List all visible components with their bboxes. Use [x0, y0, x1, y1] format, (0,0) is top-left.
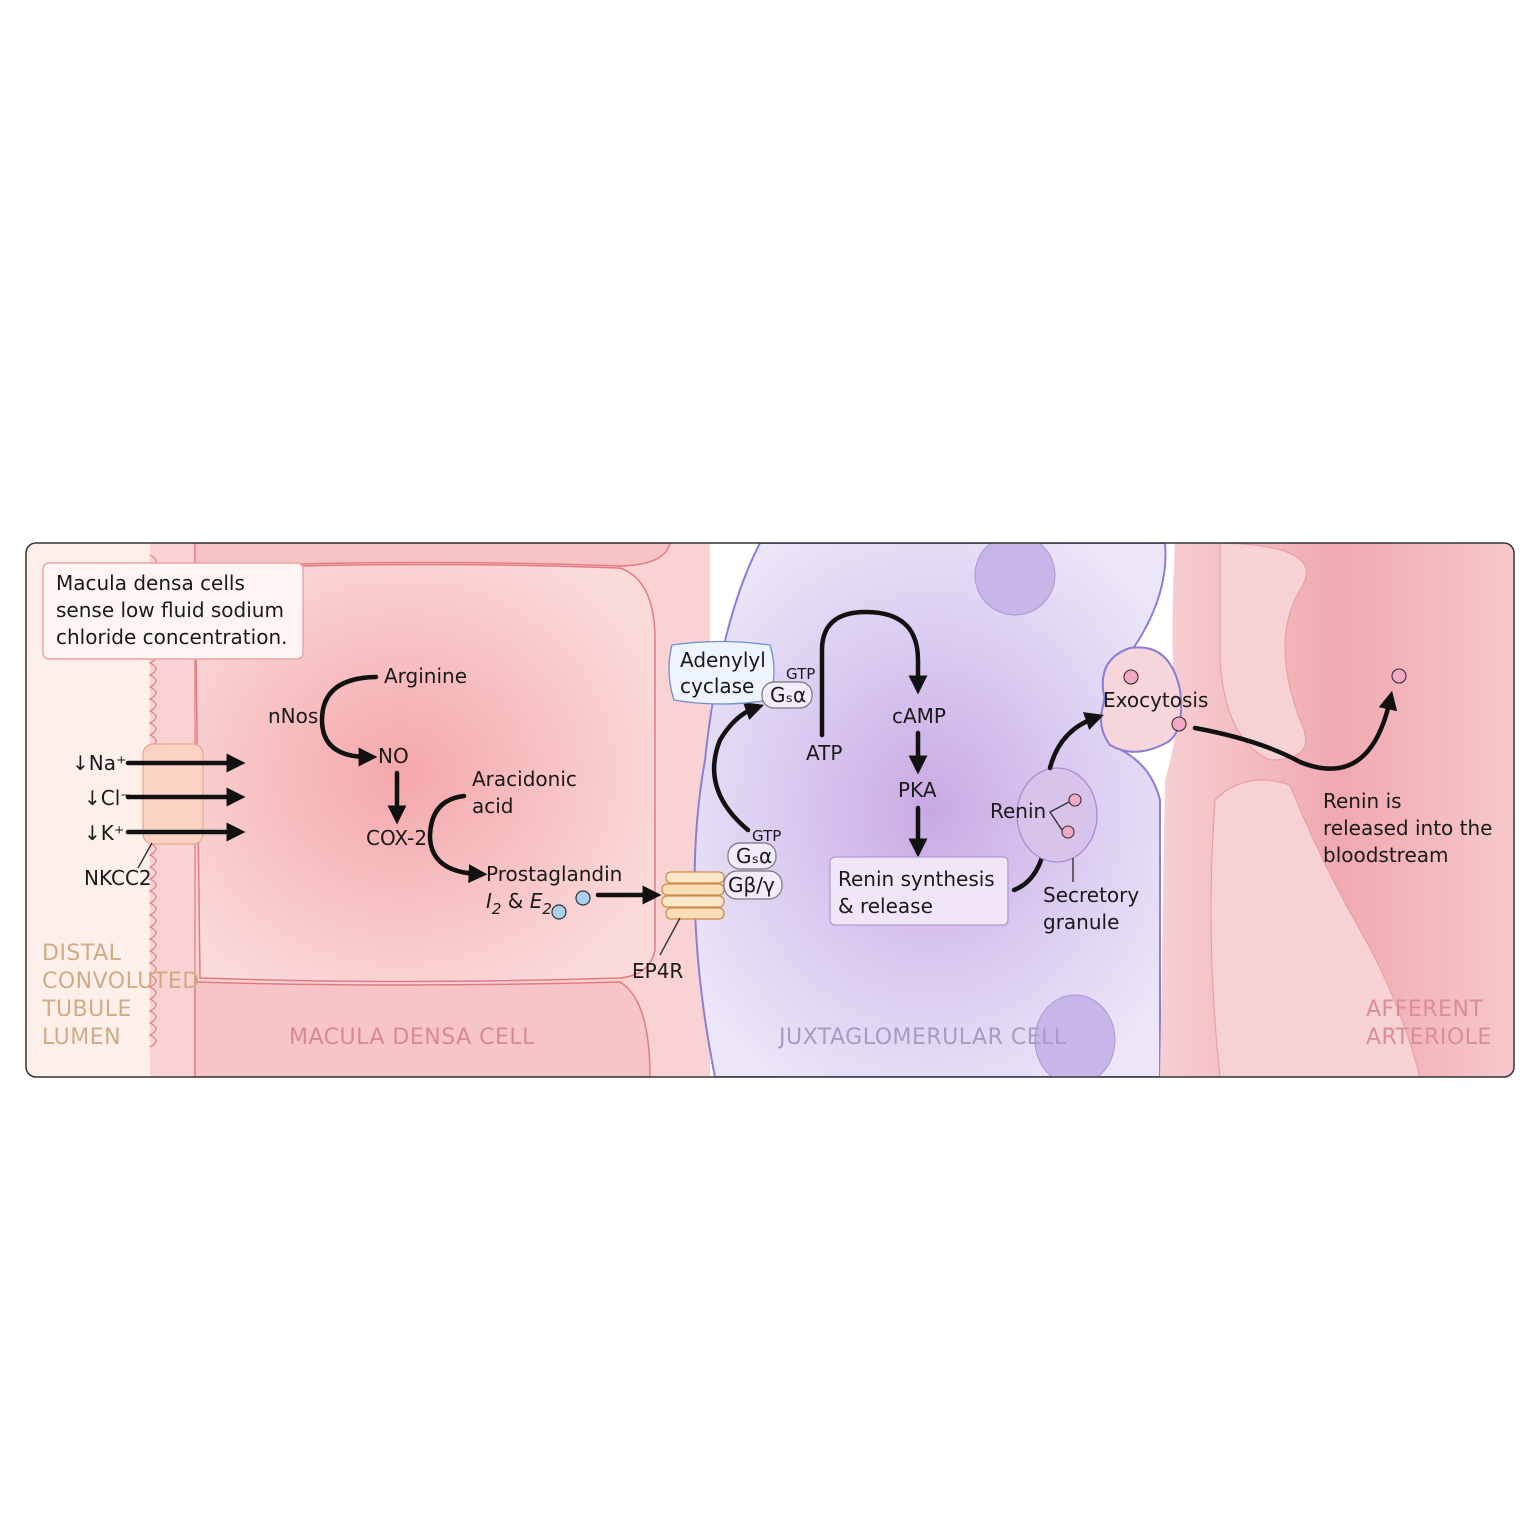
lumen-label-4: LUMEN	[42, 1025, 121, 1050]
info-callout: Macula densa cells sense low fluid sodiu…	[42, 562, 304, 660]
pka-label: PKA	[898, 778, 937, 802]
gs-lower-pill	[727, 842, 777, 870]
atp-to-camp-arrow	[819, 609, 928, 738]
renin-label: Renin	[990, 799, 1046, 823]
release-label-1: Renin is	[1323, 789, 1402, 813]
pg-e-sub: 2	[542, 900, 552, 918]
prostaglandin-molecule-2	[551, 904, 567, 920]
callout-box	[42, 562, 304, 660]
renin-granule-2	[1061, 825, 1075, 839]
renin-leader	[1048, 801, 1070, 831]
jg-vesicle-bottom	[1034, 994, 1116, 1077]
receptor-helix-4	[665, 907, 725, 920]
camp-label: cAMP	[892, 704, 946, 728]
exocytosis-renin-1	[1123, 669, 1139, 685]
nkcc2-transporter	[142, 743, 204, 845]
gs-upper-pill	[761, 681, 813, 709]
ep4-receptor: EP4R GTP Gₛα Gβ/γ Adenylyl cyclase	[632, 640, 815, 983]
gtp-lower-label: GTP	[752, 827, 781, 845]
panel-frame	[25, 542, 1515, 1078]
ep4r-leader	[659, 917, 681, 956]
arginine-to-no-arrow	[319, 674, 379, 767]
receptor-helix-1	[665, 871, 725, 884]
sodium-label: ↓Na⁺	[72, 751, 127, 775]
nkcc2-leader	[137, 842, 153, 869]
macula-region-label: MACULA DENSA CELL	[289, 1025, 535, 1050]
exocytosis-renin-2	[1171, 716, 1187, 732]
gs-lower-label: Gₛα	[736, 844, 772, 868]
background-panel	[26, 543, 1514, 1077]
synthesis-label-1: Renin synthesis	[838, 867, 995, 891]
jg-pathway: ATP cAMP PKA Renin synthesis & release R…	[806, 609, 1492, 934]
atp-label: ATP	[806, 741, 842, 765]
lumen-label-1: DISTAL	[42, 941, 122, 966]
callout-line-1: Macula densa cells	[56, 571, 245, 595]
chloride-label: ↓Cl⁻	[84, 786, 131, 810]
adenylyl-label-2: cyclase	[680, 674, 754, 698]
pg-i-label: I2 & E2	[486, 889, 552, 918]
exocytosis-pore	[1100, 646, 1183, 753]
lumen-label-2: CONVOLUTED	[42, 969, 200, 994]
arginine-label: Arginine	[384, 664, 467, 688]
secretory-granule	[1016, 767, 1098, 863]
prostaglandin-label: Prostaglandin	[486, 862, 622, 886]
pg-amp: &	[501, 889, 529, 913]
neighbor-cell-bottom	[194, 981, 651, 1077]
gbg-label: Gβ/γ	[728, 873, 775, 897]
lumen-label-3: TUBULE	[41, 997, 132, 1022]
nnos-label: nNos	[268, 704, 318, 728]
pg-e: E	[530, 889, 543, 913]
arteriole-label-2: ARTERIOLE	[1366, 1025, 1492, 1050]
gs-upper-label: Gₛα	[770, 683, 806, 707]
aracidonic-to-pg-arrow	[427, 793, 488, 884]
prostaglandin-molecule-1	[575, 890, 591, 906]
pg-i-sub: 2	[492, 900, 502, 918]
macula-pathway: Arginine nNos NO COX-2 Aracidonic acid P…	[268, 664, 662, 920]
cox2-label: COX-2	[366, 826, 427, 850]
renin-granule-1	[1068, 793, 1082, 807]
release-arrow	[1192, 690, 1398, 771]
aracidonic-label-1: Aracidonic	[472, 767, 577, 791]
receptor-helix-2	[661, 883, 725, 896]
ep4r-label: EP4R	[632, 959, 683, 983]
aracidonic-label-2: acid	[472, 794, 514, 818]
granule-to-exocytosis-arrow	[1047, 712, 1104, 771]
synthesis-box	[829, 856, 1009, 926]
jg-vesicle-top	[974, 543, 1056, 616]
region-labels: DISTAL CONVOLUTED TUBULE LUMEN MACULA DE…	[41, 941, 1492, 1050]
nkcc2-label: NKCC2	[84, 866, 152, 890]
macula-densa-cell	[194, 563, 656, 983]
pg-i: I	[486, 889, 492, 913]
gtp-upper-label: GTP	[786, 665, 815, 683]
callout-line-2: sense low fluid sodium	[56, 598, 284, 622]
receptor-helix-3	[661, 895, 725, 908]
potassium-label: ↓K⁺	[84, 821, 124, 845]
exocytosis-label: Exocytosis	[1103, 688, 1208, 712]
release-label-2: released into the	[1323, 816, 1492, 840]
release-label-3: bloodstream	[1323, 843, 1449, 867]
synthesis-label-2: & release	[838, 894, 933, 918]
bloodstream-renin	[1391, 668, 1407, 684]
gbg-pill	[723, 870, 783, 900]
jg-region-label: JUXTAGLOMERULAR CELL	[777, 1025, 1067, 1050]
arteriole-label-1: AFFERENT	[1366, 997, 1483, 1022]
ion-transport: ↓Na⁺ ↓Cl⁻ ↓K⁺ NKCC2	[72, 743, 246, 890]
granule-label-1: Secretory	[1043, 883, 1139, 907]
callout-line-3: chloride concentration.	[56, 625, 287, 649]
granule-label-2: granule	[1043, 910, 1119, 934]
arteriole-cell-lower	[1210, 779, 1421, 1077]
gs-to-adenylyl-arrow	[711, 702, 764, 833]
adenylyl-label-1: Adenylyl	[680, 648, 766, 672]
arteriole-cell-upper	[1219, 543, 1307, 761]
no-label: NO	[378, 744, 409, 768]
